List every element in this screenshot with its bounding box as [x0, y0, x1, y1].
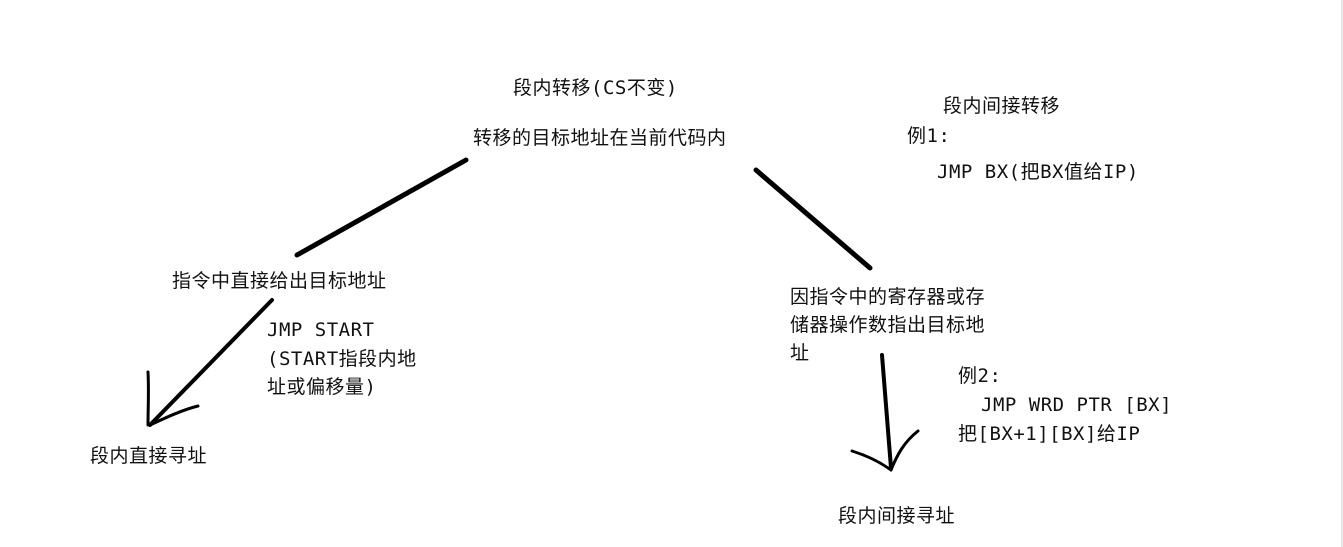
direct-example-code: JMP START — [267, 319, 375, 341]
indirect-transfer-title: 段内间接转移 — [943, 95, 1061, 117]
indirect-transfer-example-label: 例1: — [907, 125, 951, 147]
direct-result: 段内直接寻址 — [90, 445, 208, 467]
indirect-transfer-example-code: JMP BX(把BX值给IP) — [937, 161, 1139, 183]
root-description: 转移的目标地址在当前代码内 — [473, 127, 727, 149]
root-title: 段内转移(CS不变) — [513, 77, 678, 99]
indirect-example-label: 例2: — [958, 365, 1002, 387]
line-root-to-direct — [294, 157, 469, 258]
arrowhead-direct-bottom — [148, 404, 200, 427]
arrowhead-indirect-left — [850, 449, 893, 472]
indirect-result: 段内间接寻址 — [838, 505, 956, 527]
indirect-condition: 因指令中的寄存器或存 储器操作数指出目标地 址 — [790, 286, 986, 364]
indirect-example-note: 把[BX+1][BX]给IP — [958, 423, 1141, 445]
arrowhead-indirect-right — [889, 429, 920, 472]
canvas-edge — [1341, 0, 1343, 547]
indirect-example-code: JMP WRD PTR [BX] — [981, 394, 1173, 416]
direct-example-note: (START指段内地 址或偏移量) — [267, 348, 417, 398]
direct-condition: 指令中直接给出目标地址 — [172, 270, 387, 292]
line-root-to-indirect — [753, 167, 873, 271]
arrow-direct-to-result — [148, 298, 274, 427]
arrow-indirect-to-result — [880, 353, 893, 470]
